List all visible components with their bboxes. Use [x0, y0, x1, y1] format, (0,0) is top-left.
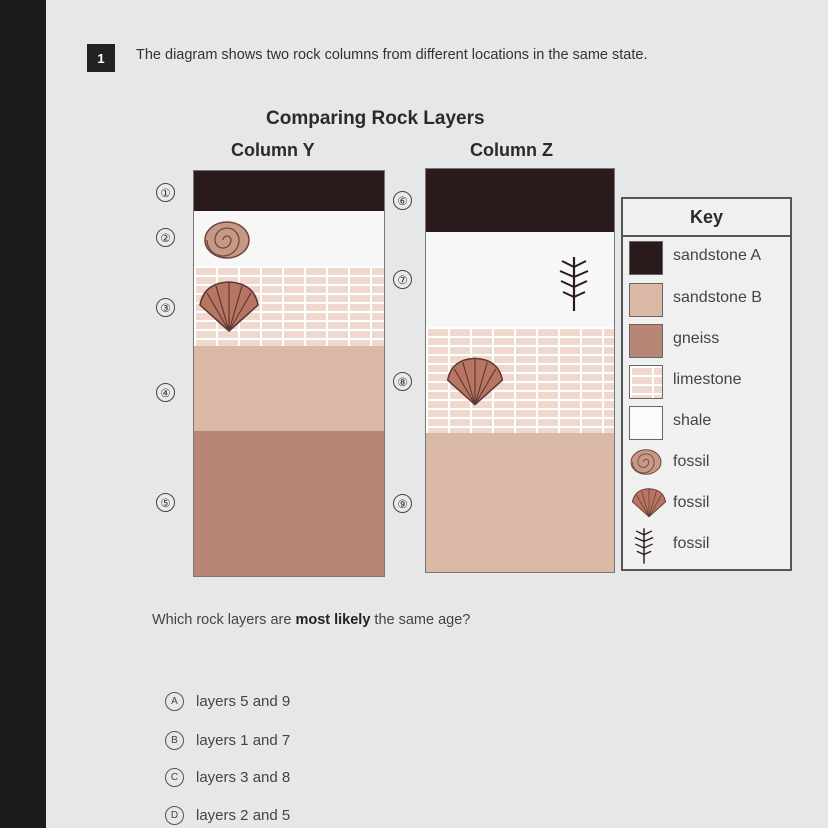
key-item-shell-fossil: fossil	[623, 484, 790, 524]
spiral-fossil-icon	[204, 221, 250, 259]
key-item-shale: shale	[623, 402, 790, 442]
diagram-title: Comparing Rock Layers	[266, 108, 485, 129]
sandstone-b-swatch	[629, 283, 663, 317]
limestone-swatch	[629, 365, 663, 399]
sandstone-a-swatch	[629, 241, 663, 275]
question-text: The diagram shows two rock columns from …	[136, 47, 648, 63]
key-item-limestone: limestone	[623, 361, 790, 401]
key-item-spiral-fossil: fossil	[623, 443, 790, 483]
choice-d[interactable]: D layers 2 and 5	[165, 804, 290, 826]
key-label: shale	[673, 412, 712, 429]
shell-fossil-icon	[631, 488, 667, 518]
choice-text-c: layers 3 and 8	[196, 768, 291, 786]
shale-swatch	[629, 406, 663, 440]
shell-fossil-icon	[446, 357, 504, 406]
key-label: fossil	[673, 453, 710, 470]
gneiss-swatch	[629, 324, 663, 358]
key-label: sandstone B	[673, 289, 762, 306]
layer-number-6: ⑥	[393, 191, 412, 210]
key-item-gneiss: gneiss	[623, 320, 790, 360]
column-y-heading: Column Y	[231, 140, 315, 160]
choice-text-a: layers 5 and 9	[196, 692, 291, 710]
key-label: gneiss	[673, 330, 720, 347]
column-z-heading: Column Z	[470, 140, 553, 160]
choice-letter-d: D	[165, 805, 184, 825]
diagram-key: Key sandstone A sandstone B gneiss limes…	[621, 197, 792, 571]
layer-number-1: ①	[156, 183, 175, 202]
choice-letter-b: B	[165, 730, 184, 750]
choice-letter-a: A	[165, 691, 184, 711]
key-item-sandstone-b: sandstone B	[623, 279, 790, 319]
fern-fossil-icon	[634, 528, 654, 564]
prompt-text-before: Which rock layers are	[152, 612, 296, 628]
layer-5-gneiss	[194, 431, 384, 576]
key-label: limestone	[673, 371, 742, 388]
rock-column-z	[425, 168, 615, 573]
question-number-badge: 1	[87, 44, 115, 72]
layer-6-sandstone-a	[426, 169, 614, 232]
layer-number-4: ④	[156, 383, 175, 402]
layer-number-7: ⑦	[393, 270, 412, 289]
prompt-emphasis: most likely	[295, 612, 371, 628]
shell-fossil-icon	[199, 281, 259, 333]
layer-4-sandstone-b	[194, 346, 384, 431]
key-label: sandstone A	[673, 247, 762, 264]
layer-number-3: ③	[156, 298, 175, 317]
choice-a[interactable]: A layers 5 and 9	[165, 690, 290, 712]
key-item-fern-fossil: fossil	[623, 525, 790, 565]
key-title: Key	[623, 199, 790, 237]
choice-text-b: layers 1 and 7	[196, 731, 291, 749]
choice-letter-c: C	[165, 767, 184, 787]
spiral-fossil-icon	[630, 449, 662, 475]
layer-1-sandstone-a	[194, 171, 384, 211]
layer-number-9: ⑨	[393, 494, 412, 513]
choice-text-d: layers 2 and 5	[196, 806, 291, 824]
key-item-sandstone-a: sandstone A	[623, 237, 790, 277]
key-label: fossil	[673, 494, 710, 511]
key-label: fossil	[673, 535, 710, 552]
layer-number-8: ⑧	[393, 372, 412, 391]
choice-c[interactable]: C layers 3 and 8	[165, 766, 290, 788]
layer-9-sandstone-b	[426, 433, 614, 572]
layer-7-shale	[426, 232, 614, 327]
layer-number-2: ②	[156, 228, 175, 247]
question-prompt: Which rock layers are most likely the sa…	[152, 612, 470, 628]
fern-fossil-icon	[559, 257, 589, 311]
layer-number-5: ⑤	[156, 493, 175, 512]
rock-column-y	[193, 170, 385, 577]
prompt-text-after: the same age?	[370, 612, 471, 628]
choice-b[interactable]: B layers 1 and 7	[165, 729, 290, 751]
